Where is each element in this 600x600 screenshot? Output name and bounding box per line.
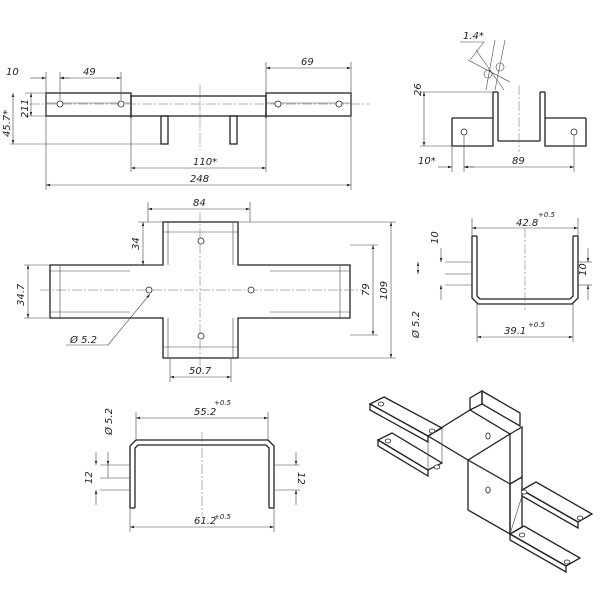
side-view-dim-lines <box>420 39 575 172</box>
section-b-dimension-labels: 55.2 +0.5 Ø 5.2 12 12 61.2 +0.5 <box>84 399 306 527</box>
section-a: 42.8 +0.5 10 10 Ø 5.2 39.1 +0.5 <box>410 211 592 342</box>
dim-section-a-10-left: 10 <box>430 231 441 244</box>
plan-view: 84 34 34.7 79 109 Ø 5.2 50.7 <box>16 198 396 382</box>
section-a-outline <box>445 228 592 310</box>
dim-section-b-outer: 61.2 <box>194 516 216 527</box>
front-view-dim-lines <box>11 66 351 187</box>
dim-section-a-inner-tol: +0.5 <box>528 321 546 329</box>
plan-view-dimension-labels: 84 34 34.7 79 109 Ø 5.2 50.7 <box>16 198 390 377</box>
dim-front-69: 69 <box>301 57 314 68</box>
dim-front-248: 248 <box>190 174 209 185</box>
dim-plan-hole-diameter: Ø 5.2 <box>69 334 97 346</box>
dim-section-a-hole-diameter: Ø 5.2 <box>410 311 422 339</box>
dim-section-b-width: 55.2 <box>194 407 216 418</box>
dim-plan-34: 34 <box>131 237 142 250</box>
dim-front-45-7: 45.7* <box>2 110 13 137</box>
dim-section-a-width: 42.8 <box>516 218 538 229</box>
dim-front-49: 49 <box>83 67 96 78</box>
dim-section-b-12-right: 12 <box>295 472 306 485</box>
isometric-view <box>368 389 594 574</box>
front-view-outline <box>30 85 370 150</box>
dim-side-89: 89 <box>512 156 525 167</box>
side-view-dimension-labels: 1.4* 26 10* 89 <box>413 31 525 167</box>
dim-front-211: 211 <box>20 99 31 118</box>
dim-section-a-width-tol: +0.5 <box>538 211 556 219</box>
dim-section-b-outer-tol: +0.5 <box>214 513 232 521</box>
dim-section-a-10-right: 10 <box>578 263 589 276</box>
front-view-dimension-labels: 10 49 69 45.7* 211 110* 248 <box>2 57 314 185</box>
dim-section-a-inner: 39.1 <box>504 326 526 337</box>
dim-plan-109: 109 <box>379 281 390 300</box>
plan-view-dim-lines <box>24 202 396 382</box>
dim-plan-50-7: 50.7 <box>189 366 212 377</box>
front-view-holes <box>56 100 343 108</box>
dim-side-10: 10* <box>418 156 436 167</box>
side-view-outline <box>451 62 587 152</box>
side-view: 1.4* 26 10* 89 <box>413 31 587 172</box>
section-b-dim-lines <box>94 412 298 532</box>
dim-side-26: 26 <box>413 83 424 96</box>
dim-front-110: 110* <box>193 157 217 168</box>
section-a-dim-lines <box>416 218 590 342</box>
dim-front-10: 10 <box>6 67 19 78</box>
dim-side-1-4: 1.4* <box>463 31 484 42</box>
dim-section-b-12-left: 12 <box>84 471 95 484</box>
plan-view-outline <box>40 212 362 370</box>
section-b-outline <box>100 432 300 516</box>
front-view: 10 49 69 45.7* 211 110* 248 <box>2 57 370 190</box>
dim-plan-34-7: 34.7 <box>16 283 27 306</box>
dim-plan-84: 84 <box>193 198 206 209</box>
front-view-extension-lines <box>10 62 352 190</box>
dim-section-b-width-tol: +0.5 <box>214 399 232 407</box>
section-b: 55.2 +0.5 Ø 5.2 12 12 61.2 +0.5 <box>84 399 306 532</box>
dim-plan-79: 79 <box>361 283 372 296</box>
isometric-holes <box>377 401 584 565</box>
section-a-dimension-labels: 42.8 +0.5 10 10 Ø 5.2 39.1 +0.5 <box>410 211 589 339</box>
dim-section-b-hole-diameter: Ø 5.2 <box>103 408 115 436</box>
